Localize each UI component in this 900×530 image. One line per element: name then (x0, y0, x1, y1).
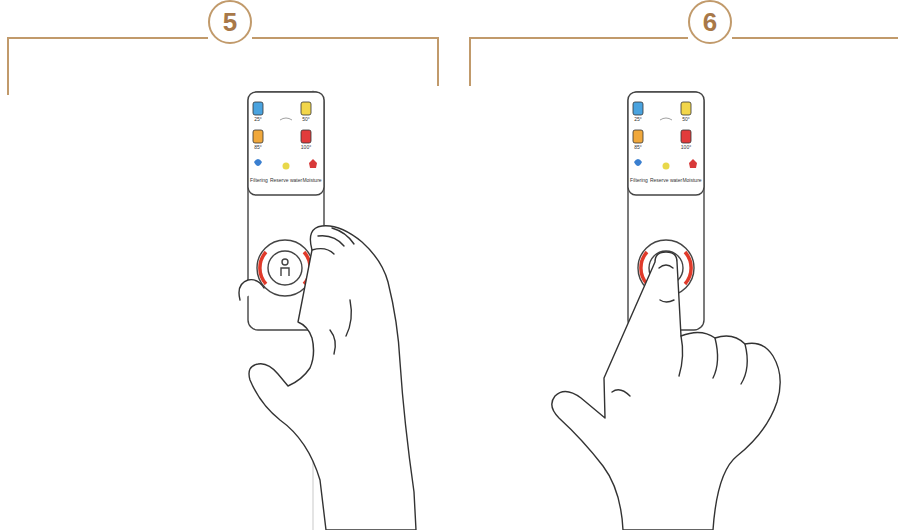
screen-label: 100° (681, 145, 691, 150)
screen-label: Reserve water (270, 178, 302, 183)
screen-label: Filtering (630, 178, 648, 183)
step-number: 6 (703, 9, 717, 35)
step-number: 5 (223, 9, 237, 35)
bracket (8, 38, 898, 95)
screen-label: Moisture (682, 178, 701, 183)
hand (239, 226, 416, 530)
screen-label: 85° (634, 145, 642, 150)
hand (552, 252, 780, 530)
step-circle: 5 (208, 0, 252, 44)
screen-label: Moisture (302, 178, 321, 183)
step-circle: 6 (688, 0, 732, 44)
screen-label: 25° (634, 117, 642, 122)
screen-label: Reserve water (650, 178, 682, 183)
screen-label: 50° (682, 117, 690, 122)
screen-label: 100° (301, 145, 311, 150)
screen-label: 85° (254, 145, 262, 150)
screen-label: 25° (254, 117, 262, 122)
screen-label: Filtering (250, 178, 268, 183)
screen-label: 50° (302, 117, 310, 122)
